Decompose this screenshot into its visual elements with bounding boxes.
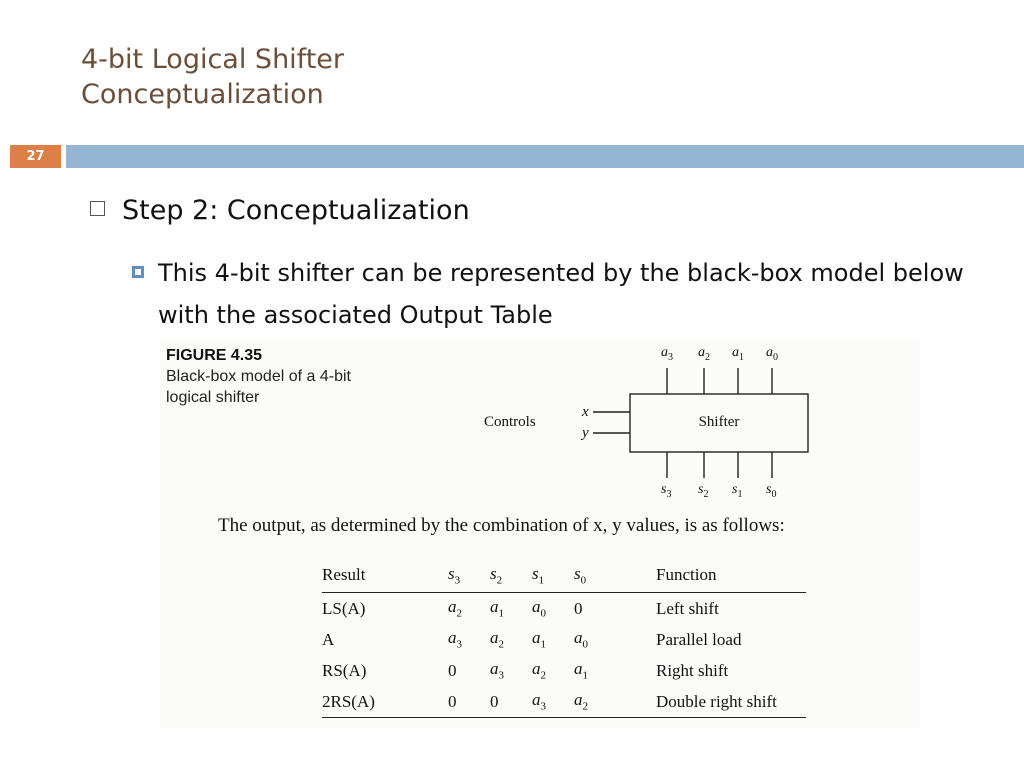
table-cell: 2RS(A) [322,686,448,718]
table-cell: Right shift [656,660,729,680]
input-label-a3: a3 [661,345,673,363]
header-function: Function [656,560,806,593]
slide-title: 4-bit Logical Shifter Conceptualization [81,42,344,112]
table-cell: a3 [490,659,504,682]
slide-title-line1: 4-bit Logical Shifter [81,44,345,75]
table-cell: a2 [574,686,656,718]
table-cell: Left shift [656,598,719,618]
figure-number: FIGURE 4.35 [166,347,263,364]
table-cell: Double right shift [656,686,806,718]
table-cell: LS(A) [322,598,366,618]
bullet-level2-text: This 4-bit shifter can be represented by… [158,259,964,329]
table-cell: a3 [532,686,574,718]
hollow-square-bullet-icon [90,201,105,216]
bullet-level1: Step 2: Conceptualization [90,195,470,226]
output-label-s2: s2 [698,482,708,500]
table-cell: 0 [574,598,583,618]
input-label-a2: a2 [698,345,710,363]
table-cell: a2 [490,628,504,651]
table-cell: Parallel load [656,629,742,649]
table-cell: 0 [490,686,532,718]
slide-title-line2: Conceptualization [81,79,324,110]
controls-label: Controls [484,414,536,430]
slide-number: 27 [10,145,61,168]
title-divider-bar [66,145,1024,168]
table-cell: a1 [490,597,504,620]
scanned-figure-background [160,338,920,728]
table-cell: a2 [532,659,546,682]
figure-caption: FIGURE 4.35 Black-box model of a 4-bit l… [166,345,351,408]
header-s3: s3 [448,560,490,593]
figure-caption-line2: logical shifter [166,389,260,406]
filled-square-bullet-icon [132,266,144,278]
table-cell: a3 [448,628,462,651]
shifter-box [629,393,809,453]
table-cell: A [322,629,335,649]
table-cell: RS(A) [322,660,367,680]
table-cell: a0 [532,597,546,620]
output-table-row: LS(A) a2 a1 a0 0 Left shift [322,593,806,625]
input-x-label: x [581,404,589,420]
input-label-a1: a1 [732,345,744,363]
header-s1: s1 [532,560,574,593]
header-s0: s0 [574,560,656,593]
output-table-header-row: Result s3 s2 s1 s0 Function [322,560,806,593]
output-label-s1: s1 [732,482,742,500]
table-cell: 0 [448,686,490,718]
figure-caption-line1: Black-box model of a 4-bit [166,368,351,385]
bullet-level1-text: Step 2: Conceptualization [122,195,470,226]
box-label: Shifter [699,414,740,430]
table-cell: a0 [574,628,588,651]
header-s2: s2 [490,560,532,593]
table-cell: a2 [448,597,462,620]
header-result: Result [322,560,448,593]
table-cell: a1 [574,659,588,682]
input-y-label: y [580,425,589,441]
input-label-a0: a0 [766,345,778,363]
black-box-diagram: Controls Shifter x y a3 a2 a1 a0 s3 s2 s1 s0 [484,345,809,500]
output-label-s0: s0 [766,482,776,500]
bullet-level2: This 4-bit shifter can be represented by… [132,252,992,336]
output-table-row: RS(A) 0 a3 a2 a1 Right shift [322,655,806,686]
output-label-s3: s3 [661,482,671,500]
output-table: Result s3 s2 s1 s0 Function LS(A) a2 a1 a0 0… [322,560,806,718]
output-table-intro: The output, as determined by the combina… [218,515,785,536]
table-cell: 0 [448,660,457,680]
table-cell: a1 [532,628,546,651]
